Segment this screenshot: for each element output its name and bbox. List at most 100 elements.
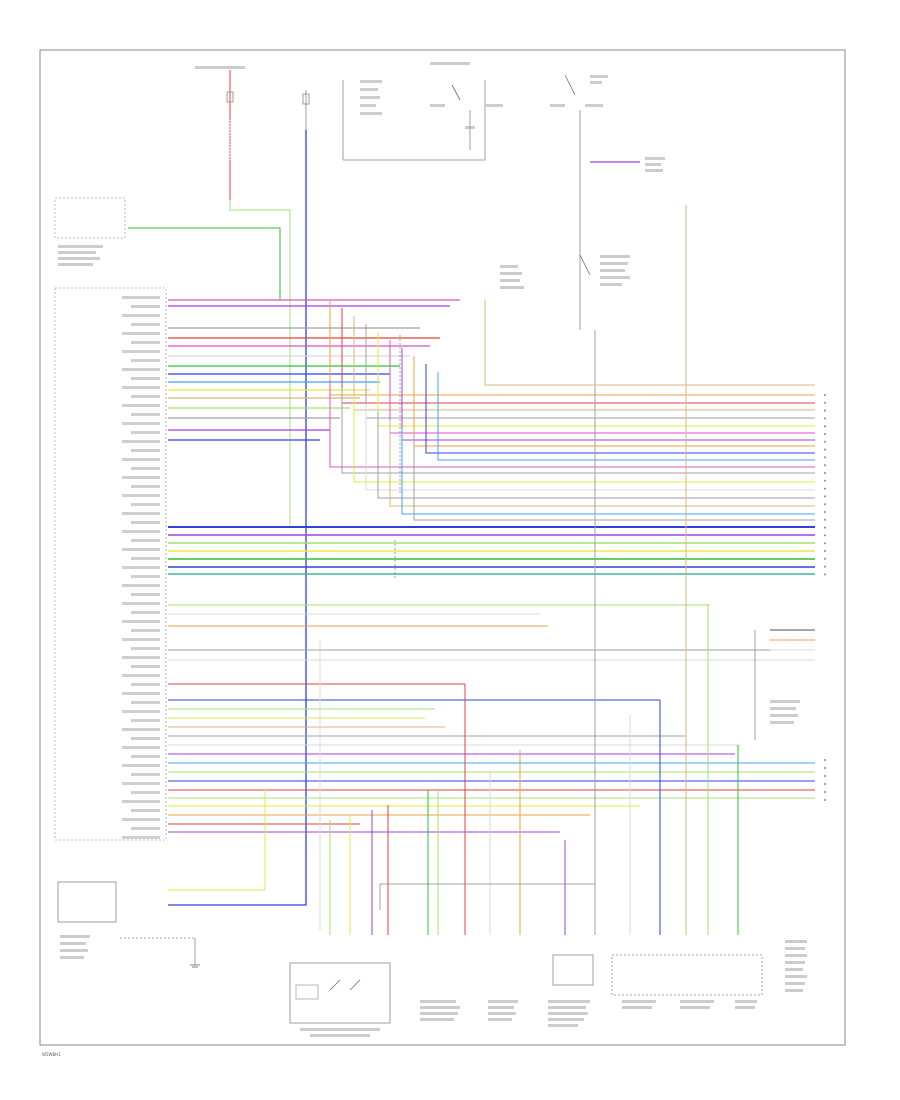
ecm-pin-label [131,539,160,542]
connector-pin [824,456,826,459]
wire [437,372,815,461]
switch-icon [329,979,341,991]
ecm-pin-label [131,557,160,560]
wire [425,364,815,454]
ecm-pin-label [131,359,160,362]
throttle-position-sensor [289,962,391,1037]
ecm-pin-label [131,341,160,344]
connector-pin [824,472,826,474]
connector-pin [824,791,826,793]
ecm-pin-label [131,629,160,632]
ecm-pin-label [131,467,160,470]
connector-pin [824,401,826,404]
connector-pin [824,495,826,498]
park-neutral-switch [500,220,630,330]
ecm-pin-label [122,674,160,677]
ecm-pin-label [122,296,160,299]
wire [329,300,815,396]
wire [365,404,815,491]
connector-pin [824,479,826,482]
ecm-pin-label [122,350,160,353]
right-connector-pins [824,394,826,801]
ecm-pin-label [131,773,160,776]
switch-icon [579,254,591,276]
switch-icon [564,74,576,96]
ecm-pin-label [122,440,160,443]
ecm-pin-label [122,548,160,551]
transmission-control-label [58,245,103,266]
ecm-pin-label [131,683,160,686]
connector-pin [824,534,826,537]
connector-pin [824,425,826,428]
wire [389,420,815,507]
ecm-pin-label [122,638,160,641]
connector-pin [824,394,826,396]
wire [341,308,815,404]
ecm-pin-label [131,449,160,452]
ecm-pin-label [131,827,160,830]
ecm-pin-label [122,656,160,659]
connector-pin [824,775,826,777]
starter-switch [550,74,665,220]
ground-icon [190,964,200,968]
ecm-pin-labels [122,296,160,839]
switch-icon [349,979,361,991]
ecm-pin-label [131,665,160,668]
ecm-pin-label [122,476,160,479]
ecm-pin-label [122,746,160,749]
wire [353,396,815,483]
ecm-pin-label [131,395,160,398]
fuse-block-top [195,66,310,200]
connector-pin [824,799,826,801]
ecm-pin-label [131,377,160,380]
connector-pin [824,557,826,560]
ignition-switch [430,62,503,150]
ecm-pin-label [131,737,160,740]
connector-pin [824,511,826,513]
connector-pin [824,542,826,545]
ecm-pin-label [131,575,160,578]
ecm-pin-label [131,413,160,416]
connector-pin [824,440,826,443]
connector-pin [824,550,826,552]
connector-pin [824,433,826,435]
connector-pin [824,767,826,769]
ecm-pin-label [131,611,160,614]
ecm-pin-label [122,404,160,407]
ecm-pin-label [122,368,160,371]
wire [389,340,815,434]
connector-pin [824,409,826,412]
ecm-pin-label [122,782,160,785]
ecm-pin-label [131,593,160,596]
ecm-pin-label [122,512,160,515]
ecm-pin-label [131,647,160,650]
ecm-pin-label [131,503,160,506]
connector-pin [824,759,826,761]
ecm-pin-label [122,332,160,335]
ecm-pin-label [122,422,160,425]
wire [229,200,291,525]
connector-pin [824,487,826,490]
connector-pin [824,573,826,576]
wire [128,227,281,300]
ecm-pin-label [122,566,160,569]
connector-pin [824,783,826,785]
ecm-pin-label [122,602,160,605]
wire [353,316,815,411]
ecm-pin-label [122,584,160,587]
ecm-pin-label [131,755,160,758]
ecm-pin-label [122,314,160,317]
switch-icon [451,84,461,101]
sensor-group-bottom [379,883,595,1027]
ecm-pin-label [122,692,160,695]
connector-pin [824,503,826,506]
wire [377,332,815,427]
ecm-pin-label [122,494,160,497]
ecm-pin-label [122,818,160,821]
ecm-pin-label [131,485,160,488]
pressure-sensor-right [754,630,800,740]
connector-pin [824,526,826,529]
ecm-pin-label [131,323,160,326]
wire [341,388,815,474]
ecm-pin-label [122,530,160,533]
